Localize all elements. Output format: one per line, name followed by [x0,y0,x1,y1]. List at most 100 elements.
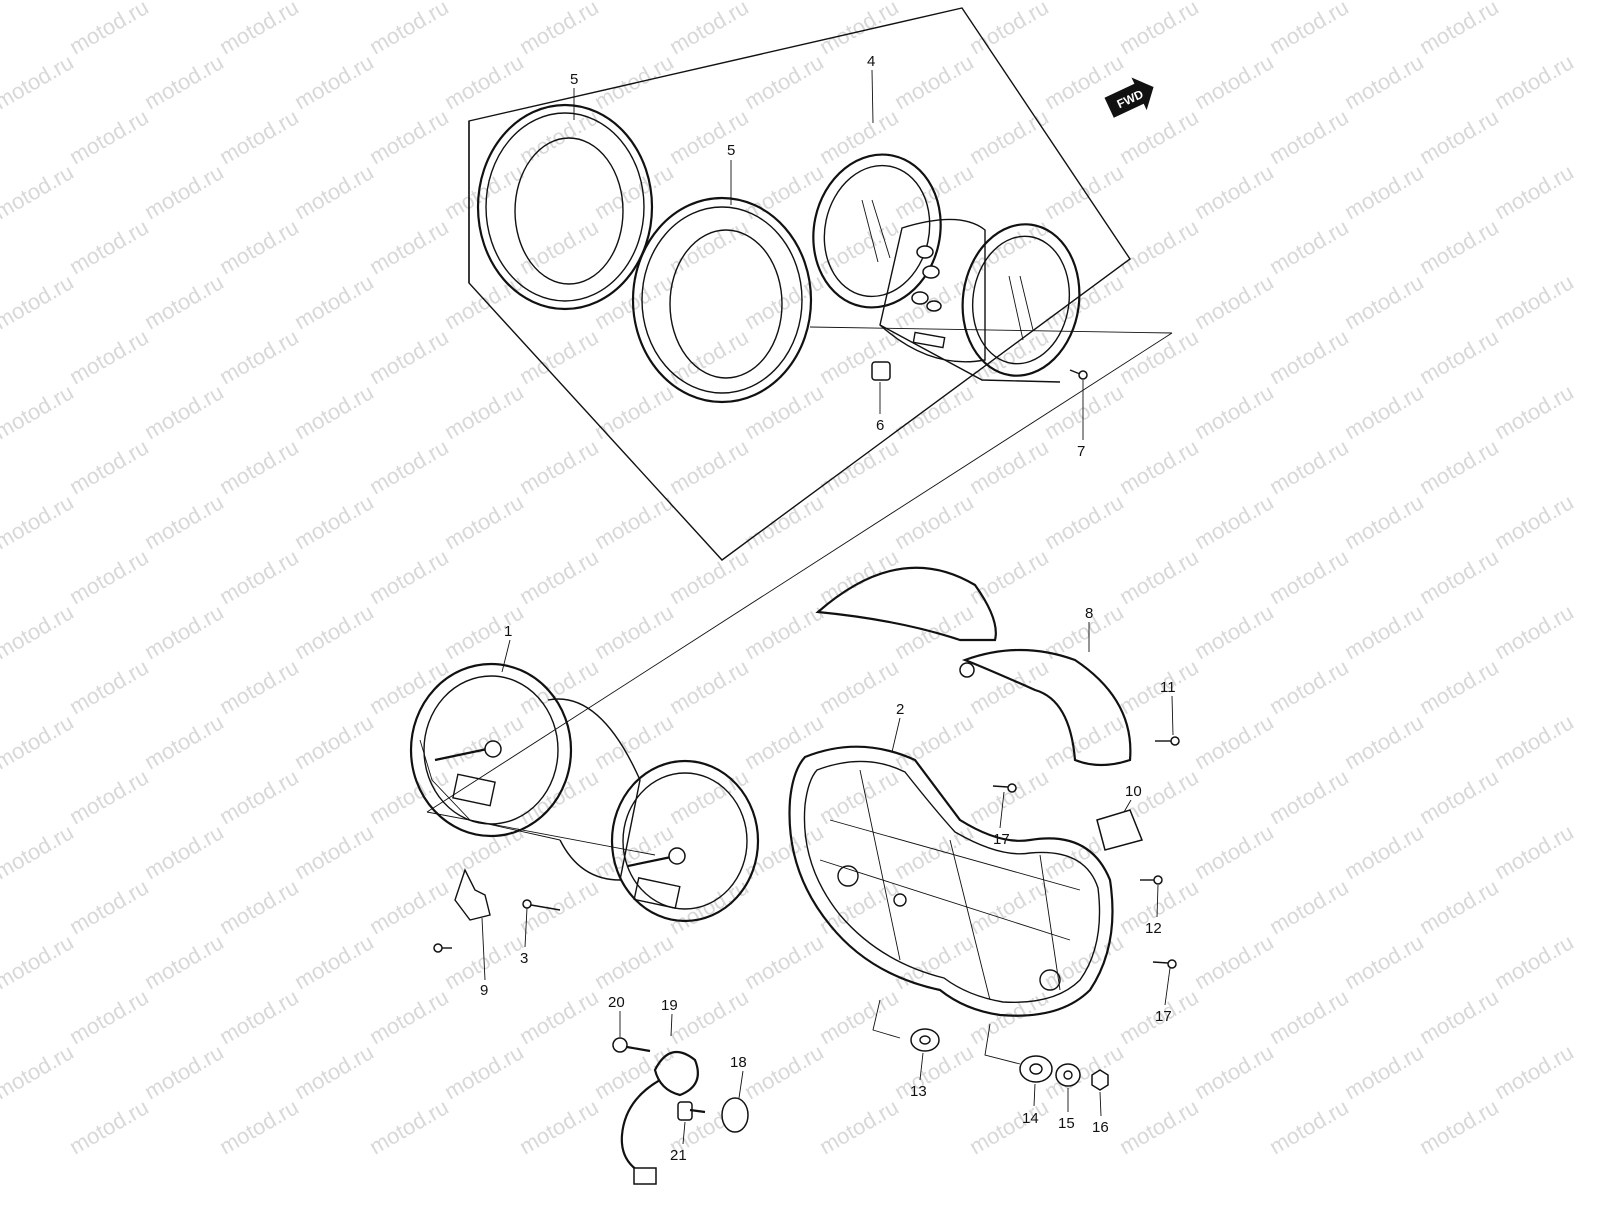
watermark-text: motod.ru [740,599,828,664]
watermark-text: motod.ru [0,1039,78,1104]
watermark-text: motod.ru [140,0,228,4]
watermark-text: motod.ru [890,929,978,994]
watermark-text: motod.ru [1265,104,1353,169]
watermark-text: motod.ru [140,709,228,774]
watermark-text: motod.ru [290,159,378,224]
screw-12 [1140,875,1163,885]
watermark-text: motod.ru [1190,709,1278,774]
callout-12: 12 [1145,920,1162,937]
watermark-text: motod.ru [965,434,1053,499]
callout-19: 19 [661,997,678,1014]
watermark-text: motod.ru [365,1094,453,1159]
watermark-text: motod.ru [590,0,678,4]
callout-9: 9 [480,982,488,999]
watermark-text: motod.ru [1265,984,1353,1049]
watermark-text: motod.ru [515,0,603,59]
watermark-text: motod.ru [815,0,903,59]
watermark-text: motod.ru [0,379,78,444]
watermark-text: motod.ru [290,819,378,884]
watermark-text: motod.ru [1415,324,1503,389]
watermark-text: motod.ru [0,159,78,224]
watermark-text: motod.ru [365,544,453,609]
watermark-text: motod.ru [815,1094,903,1159]
watermark-text: motod.ru [365,654,453,719]
watermark-text: motod.ru [215,214,303,279]
watermark-text: motod.ru [815,654,903,719]
watermark-text: motod.ru [1490,269,1578,334]
watermark-text: motod.ru [0,709,78,774]
watermark-text: motod.ru [290,489,378,554]
watermark-text: motod.ru [215,874,303,939]
watermark-text: motod.ru [665,654,753,719]
watermark-text: motod.ru [1115,324,1203,389]
meter-case [812,153,1081,383]
watermark-text: motod.ru [1415,104,1503,169]
watermark-text: motod.ru [1190,159,1278,224]
watermark-text: motod.ru [140,599,228,664]
watermark-text: motod.ru [740,709,828,774]
watermark-text: motod.ru [1490,819,1578,884]
watermark-text: motod.ru [1115,544,1203,609]
watermark-text: motod.ru [1040,489,1128,554]
callout-labels: 1 2 3 4 5 5 6 7 8 9 10 11 12 13 14 15 16… [480,53,1176,1164]
callout-1: 1 [504,623,512,640]
watermark-text: motod.ru [965,874,1053,939]
watermark-text: motod.ru [590,379,678,444]
callout-4: 4 [867,53,875,70]
watermark-text: motod.ru [590,489,678,554]
assembly-box-outline [468,7,1131,561]
watermark-text: motod.ru [515,984,603,1049]
watermark-text: motod.ru [1265,874,1353,939]
watermark-text: motod.ru [215,1094,303,1159]
watermark-text: motod.ru [290,709,378,774]
grommet-13 [910,1028,940,1052]
watermark-text: motod.ru [1040,1039,1128,1104]
watermark-text: motod.ru [1340,929,1428,994]
watermark-text: motod.ru [965,544,1053,609]
screw-7 [1069,369,1088,380]
watermark-text: motod.ru [740,489,828,554]
watermark-text: motod.ru [65,764,153,829]
watermark-text: motod.ru [590,929,678,994]
watermark-text: motod.ru [1265,214,1353,279]
watermark-text: motod.ru [215,434,303,499]
watermark-text: motod.ru [1340,599,1428,664]
screw-17-right [1152,959,1177,969]
watermark-text: motod.ru [140,269,228,334]
callout-10: 10 [1125,783,1142,800]
case-back-2 [788,745,1114,1017]
watermark-text: motod.ru [290,269,378,334]
watermark-text: motod.ru [365,434,453,499]
watermark-text: motod.ru [215,0,303,59]
watermark-text: motod.ru [1490,159,1578,224]
watermark-text: motod.ru [1415,544,1503,609]
callout-8: 8 [1085,605,1093,622]
watermark-text: motod.ru [215,324,303,389]
watermark-text: motod.ru [65,984,153,1049]
watermark-text: motod.ru [665,324,753,389]
watermark-text: motod.ru [965,984,1053,1049]
watermark-text: motod.ru [1490,1039,1578,1104]
watermark-text: motod.ru [290,1039,378,1104]
knob-6 [871,361,891,381]
watermark-text: motod.ru [440,819,528,884]
bracket-9 [433,868,491,953]
watermark-text: motod.ru [1265,654,1353,719]
watermark-text: motod.ru [140,379,228,444]
watermark-text: motod.ru [1415,764,1503,829]
watermark-text: motod.ru [1340,269,1428,334]
watermark-text: motod.ru [65,104,153,169]
watermark-text: motod.ru [1115,0,1203,59]
watermark-text: motod.ru [1415,0,1503,59]
watermark-text: motod.ru [590,599,678,664]
watermark-text: motod.ru [1190,0,1278,4]
watermark-text: motod.ru [0,269,78,334]
callout-3: 3 [520,950,528,967]
nut-16 [1091,1069,1109,1091]
watermark-text: motod.ru [1490,49,1578,114]
watermark-text: motod.ru [890,709,978,774]
watermark-text: motod.ru [65,324,153,389]
watermark-text: motod.ru [1190,929,1278,994]
watermark-text: motod.ru [215,544,303,609]
